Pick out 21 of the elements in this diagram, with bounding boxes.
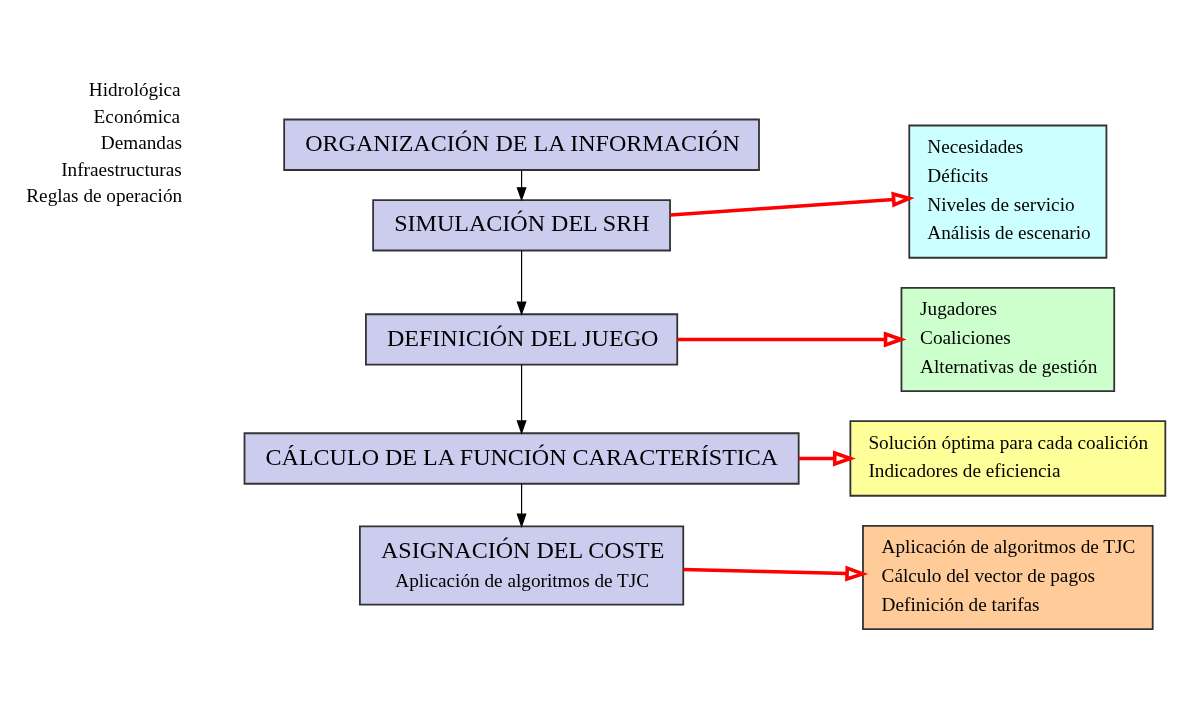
arrow	[516, 482, 527, 528]
node-box: CÁLCULO DE LA FUNCIÓN CARACTERÍSTICA	[243, 431, 800, 485]
node-box: Necesidades Déficits Niveles de servicio Análisis de escenario	[908, 124, 1108, 259]
arrow	[516, 363, 527, 435]
node-box: ASIGNACIÓN DEL COSTE Aplicación de algoritmos de TJC	[359, 525, 685, 605]
node-box: ORGANIZACIÓN DE LA INFORMACIÓN	[283, 118, 760, 171]
node-box: Aplicación de algoritmos de TJC Cálculo del vector de pagos Definición de tarifas	[862, 524, 1154, 630]
arrow	[516, 249, 527, 316]
node-box: Jugadores Coaliciones Alternativas de gestión	[900, 286, 1116, 392]
node-box: Solución óptima para cada coalición Indicadores de eficiencia	[849, 419, 1167, 497]
label: Reglas de operación	[26, 184, 183, 206]
label: Infraestructuras	[61, 158, 182, 180]
label: Hidrológica	[88, 78, 181, 100]
arrow	[677, 330, 907, 347]
node-box: DEFINICIÓN DEL JUEGO	[365, 312, 679, 366]
arrow	[683, 564, 869, 581]
label: Demandas	[100, 131, 182, 153]
arrow	[670, 191, 915, 217]
arrow	[799, 449, 856, 466]
label: Económica	[93, 105, 181, 127]
node-box: SIMULACIÓN DEL SRH	[372, 198, 671, 251]
